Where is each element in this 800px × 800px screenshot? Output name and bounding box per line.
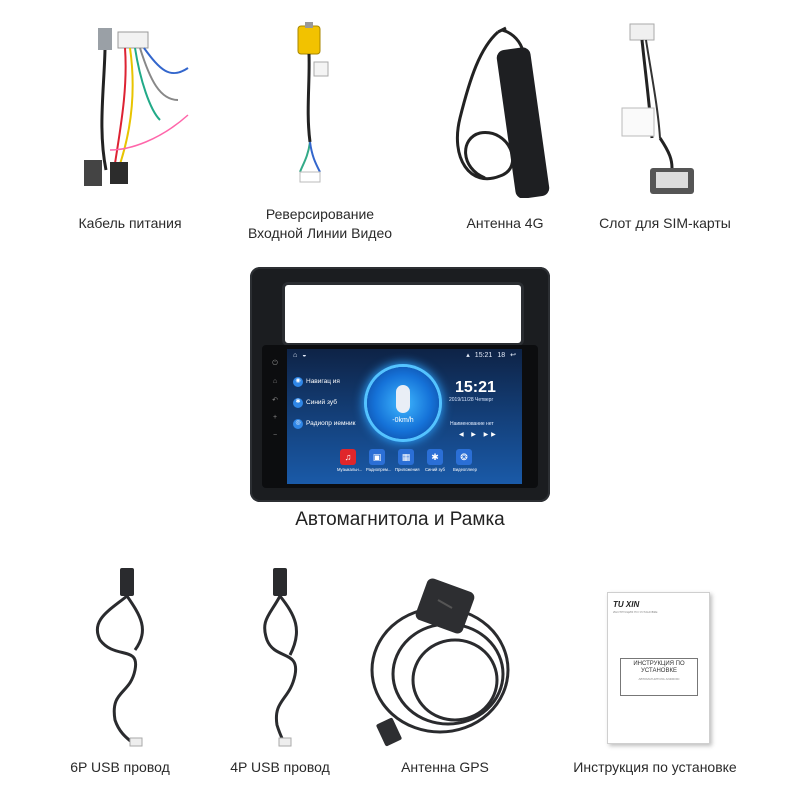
usb-4p-caption: 4P USB провод: [215, 758, 345, 777]
caption-line: 6P USB провод: [70, 759, 170, 775]
caption-line: 4P USB провод: [230, 759, 330, 775]
caption-line: Автомагнитола и Рамка: [295, 509, 505, 530]
location-icon: ◉: [293, 376, 303, 387]
app-label: Синий зуб: [425, 467, 445, 472]
date: 2019/11/28 Четверг: [449, 397, 494, 403]
status-time: 15:21: [474, 351, 493, 359]
frame-upper-cutout: [282, 282, 524, 346]
usb-6p-caption: 6P USB провод: [55, 758, 185, 777]
menu-item-radio[interactable]: ◎ Радиопр иемник: [293, 413, 359, 434]
manual-title-line: ИНСТРУКЦИЯ ПО: [633, 661, 685, 667]
status-extra: 18: [497, 351, 506, 359]
app-label: Приложения: [395, 467, 420, 472]
brand-subtitle: ИНСТРУКЦИЯ ПО УСТАНОВКЕ: [613, 610, 658, 614]
radio-icon: ◎: [293, 418, 303, 429]
app-applications[interactable]: ▦ Приложения: [395, 449, 420, 472]
4g-antenna-image: [455, 26, 550, 198]
app-bluetooth[interactable]: ✱ Синий зуб: [424, 449, 446, 472]
video-reel-icon: ❂: [456, 449, 472, 465]
android-icon: ◒: [302, 351, 307, 359]
menu-label: Навигац ия: [306, 378, 340, 385]
signal-icon: ▴: [466, 352, 470, 359]
app-label: Видеоплеер: [453, 467, 477, 472]
apps-grid-icon: ▦: [398, 449, 414, 465]
radio-station: Наименование нет: [450, 421, 494, 427]
menu-label: Радиопр иемник: [306, 420, 356, 427]
side-menu: ◉ Навигац ия ✱ Синий зуб ◎ Радиопр иемни…: [293, 371, 359, 434]
manual-caption: Инструкция по установке: [555, 758, 755, 777]
app-video[interactable]: ❂ Видеоплеер: [453, 449, 477, 472]
power-cable-caption: Кабель питания: [60, 214, 200, 233]
bluetooth-icon: ✱: [293, 397, 303, 408]
caption-line: Инструкция по установке: [573, 759, 737, 775]
app-radio[interactable]: ▣ Радиопрем...: [366, 449, 392, 472]
status-bar: ⌂ ◒ ▴ 15:21 18 ↩: [287, 349, 522, 361]
menu-label: Синий зуб: [306, 399, 337, 406]
caption-line: Входной Линии Видео: [247, 225, 393, 241]
clock: 15:21: [455, 379, 496, 396]
volume-up-icon: +: [272, 414, 278, 421]
app-dock: ♫ Музыкальн... ▣ Радиопрем... ▦ Приложен…: [337, 449, 477, 472]
media-controls[interactable]: ◀ ▶ ▶▶: [459, 432, 499, 438]
manual-title-box: ИНСТРУКЦИЯ ПО УСТАНОВКЕ АВТОМАГНИТОЛА AN…: [620, 658, 698, 696]
head-unit-caption: Автомагнитола и Рамка: [250, 510, 550, 529]
gps-antenna-caption: Антенна GPS: [380, 758, 510, 777]
home-icon[interactable]: ⌂: [293, 351, 298, 359]
app-label: Радиопрем...: [366, 467, 392, 472]
music-icon: ♫: [340, 449, 356, 465]
speed-gauge: -0km/h: [367, 367, 439, 439]
volume-down-icon: −: [272, 432, 278, 439]
rca-video-cable-image: [297, 22, 329, 183]
caption-line: Слот для SIM-карты: [599, 215, 731, 231]
speed-readout: -0km/h: [392, 417, 414, 424]
rca-video-caption: Реверсирование Входной Линии Видео: [230, 205, 410, 243]
usb-cable-4p-image: [263, 568, 299, 747]
power-cable-harness-image: [84, 28, 189, 186]
caption-line: Антенна 4G: [466, 215, 544, 231]
home-icon: ⌂: [272, 378, 278, 385]
menu-item-navigation[interactable]: ◉ Навигац ия: [293, 371, 359, 392]
car-icon: [396, 385, 410, 413]
manual-title-line: УСТАНОВКЕ: [641, 668, 677, 674]
usb-cable-6p-image: [95, 568, 144, 747]
sim-slot-caption: Слот для SIM-карты: [590, 214, 740, 233]
brand-logo: TU XIN: [613, 600, 640, 609]
caption-line: Реверсирование: [265, 206, 375, 222]
caption-line: Кабель питания: [78, 215, 182, 231]
head-unit-screen: ⌂ ◒ ▴ 15:21 18 ↩ ◉ Навигац ия ✱ Синий зу…: [287, 349, 522, 484]
menu-item-bluetooth[interactable]: ✱ Синий зуб: [293, 392, 359, 413]
app-label: Музыкальн...: [337, 467, 363, 472]
installation-manual-booklet: TU XIN ИНСТРУКЦИЯ ПО УСТАНОВКЕ ИНСТРУКЦИ…: [607, 592, 710, 744]
caption-line: Антенна GPS: [401, 759, 489, 775]
manual-subtitle: АВТОМАГНИТОЛА ANDROID: [638, 677, 680, 681]
manual-title: ИНСТРУКЦИЯ ПО УСТАНОВКЕ: [621, 661, 697, 675]
back-icon[interactable]: ↩: [510, 352, 516, 359]
bluetooth-icon: ✱: [427, 449, 443, 465]
back-icon: ↶: [272, 397, 278, 404]
4g-antenna-caption: Антенна 4G: [435, 214, 575, 233]
gps-antenna-image: [370, 578, 510, 747]
app-music[interactable]: ♫ Музыкальн...: [337, 449, 363, 472]
sim-slot-image: [621, 23, 694, 194]
radio-icon: ▣: [369, 449, 385, 465]
power-icon: ⏻: [272, 360, 278, 367]
